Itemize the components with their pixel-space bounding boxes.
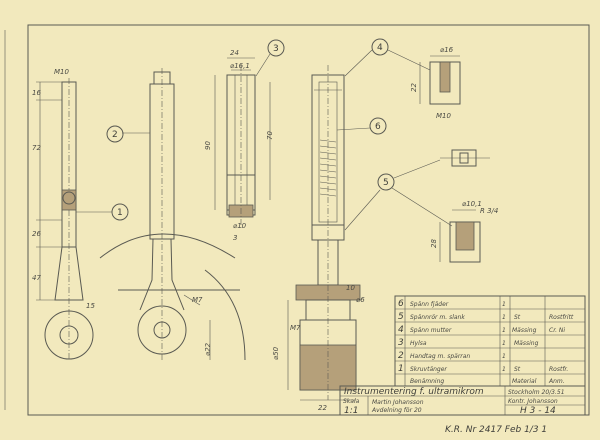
part-1-view (36, 78, 112, 360)
row-2-qty: 1 (502, 353, 506, 360)
drawn-by: Martin Johansson (372, 399, 424, 406)
row-4-qty: 1 (502, 327, 506, 334)
dim-22c: 22 (318, 404, 327, 412)
dim-24: 24 (230, 49, 239, 57)
balloon-3 (255, 39, 285, 77)
footer-stamp: K.R. Nr 2417 Feb 1/3 1 (445, 425, 547, 435)
dim-72: 72 (32, 144, 41, 152)
row-1-no: 1 (398, 364, 404, 374)
header-remark: Anm. (548, 378, 565, 385)
row-5-rem: Rostfritt (549, 314, 574, 321)
balloon-3-label: 3 (273, 44, 279, 54)
balloon-2-label: 2 (112, 130, 118, 140)
balloon-1-label: 1 (117, 208, 123, 218)
row-4-name: Spänn mutter (410, 327, 452, 334)
dim-16: 16 (32, 89, 41, 97)
drawing-border (27, 24, 590, 416)
row-4-no: 4 (398, 325, 404, 335)
row-6-no: 6 (398, 299, 404, 309)
balloon-1 (111, 203, 129, 221)
dim-16-1: ⌀16,1 (230, 62, 250, 70)
dim-90: 90 (204, 141, 212, 150)
row-5-qty: 1 (502, 314, 506, 321)
dim-m10-top: M10 (54, 68, 69, 76)
row-4-rem: Cr. Ni (549, 327, 565, 334)
balloon-4 (344, 38, 431, 77)
department: Avdelning för 20 (371, 407, 422, 414)
dim-m7: M7 (192, 296, 203, 304)
dim-47: 47 (32, 274, 41, 282)
dim-6: ⌀6 (356, 296, 365, 304)
row-1-name: Skruvtänger (410, 366, 447, 373)
row-5-no: 5 (398, 312, 404, 322)
part-3-view (214, 57, 271, 230)
balloon-6-label: 6 (375, 122, 381, 132)
row-5-mat: St (514, 314, 521, 321)
header-name: Benämning (410, 378, 444, 385)
row-6-qty: 1 (502, 301, 506, 308)
dim-28: 28 (430, 239, 438, 248)
dim-m7b: M7 (290, 324, 301, 332)
dim-16b: ⌀16 (440, 46, 454, 54)
balloon-2 (106, 125, 124, 143)
row-1-qty: 1 (502, 366, 506, 373)
dim-10-1: ⌀10,1 (462, 200, 482, 208)
tube-end-view (440, 149, 490, 167)
row-3-rem: Mässing (514, 340, 539, 347)
dim-10: ⌀10 (233, 222, 247, 230)
title-block-grid (339, 385, 586, 416)
row-2-name: Handtag m. spärran (410, 353, 470, 360)
row-6-name: Spänn fjäder (410, 301, 449, 308)
nut-detail (419, 55, 461, 105)
row-1-rem: Rostfr. (549, 366, 568, 373)
row-4-mat: Mässing (512, 327, 537, 334)
row-3-name: Hylsa (410, 340, 427, 347)
row-3-qty: 1 (502, 340, 506, 347)
balloon-6 (336, 117, 387, 135)
part-2-view (99, 68, 246, 361)
header-material: Material (512, 378, 537, 385)
date: Stockholm 20/3.51 (508, 389, 565, 396)
dim-r: R 3/4 (480, 207, 498, 215)
dim-70: 70 (266, 131, 274, 140)
title-text: Instrumentering f. ultramikrom (344, 387, 484, 397)
scale-label: Skala (343, 398, 360, 405)
dim-22: 22 (410, 83, 418, 92)
dim-26: 26 (32, 230, 41, 238)
approved: Kontr. Johansson (508, 398, 558, 405)
dim-m10b: M10 (436, 112, 451, 120)
drawing-number: H 3 - 14 (520, 406, 556, 416)
part-5-detail (439, 209, 481, 263)
part-4-5-6-section (287, 65, 361, 401)
dim-50: ⌀50 (272, 346, 280, 360)
dim-10b: 10 (346, 284, 355, 292)
balloon-4-label: 4 (377, 43, 383, 53)
dim-15: 15 (86, 302, 95, 310)
balloon-5 (344, 159, 453, 231)
dim-22b: ⌀22 (204, 342, 212, 356)
row-3-no: 3 (398, 338, 404, 348)
row-1-mat: St (514, 366, 521, 373)
scale-value: 1:1 (344, 406, 358, 416)
balloon-5-label: 5 (383, 178, 389, 188)
dim-3: 3 (233, 234, 237, 242)
row-5-name: Spännrör m. slank (410, 314, 465, 321)
row-2-no: 2 (398, 351, 404, 361)
